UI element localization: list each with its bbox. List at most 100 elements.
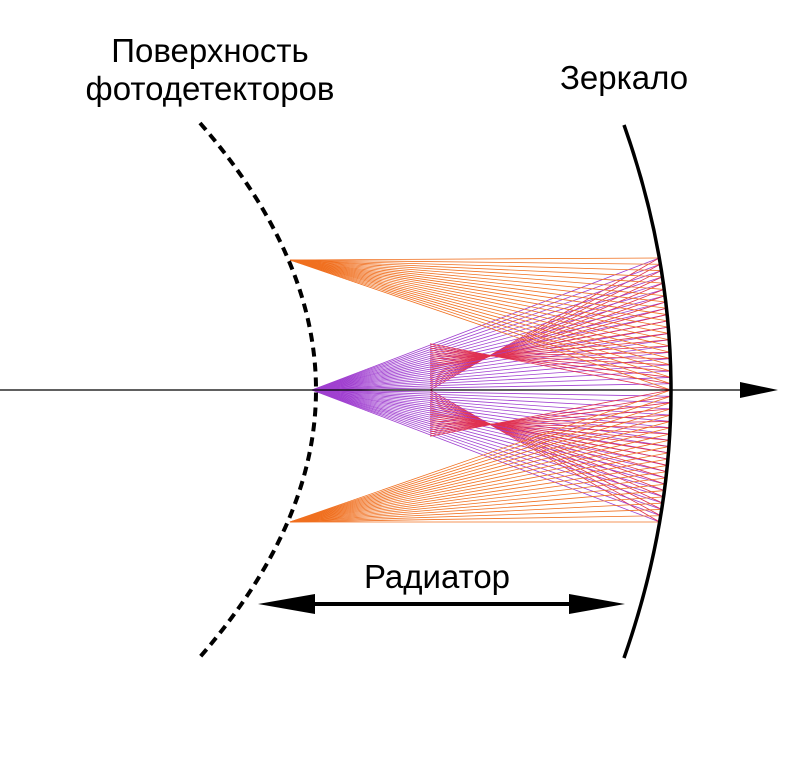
radiator-label: Радиатор — [364, 558, 511, 595]
ray-red-lower — [429, 326, 669, 367]
double-arrow-icon — [569, 594, 625, 614]
ray-red-upper — [429, 395, 672, 435]
ray-purple-upper — [311, 289, 665, 391]
ray-purple-upper — [311, 270, 662, 391]
ray-orange-upper — [289, 259, 668, 315]
ray-red-lower — [429, 276, 663, 384]
ray-purple-lower — [311, 389, 666, 485]
ray-purple-upper — [311, 383, 671, 391]
ray-orange-upper — [289, 259, 671, 359]
ray-purple-lower — [311, 389, 664, 498]
ray-purple-upper — [311, 257, 660, 391]
ray-red-upper — [429, 409, 668, 466]
ray-orange-upper — [289, 259, 665, 290]
photodetector-surface — [198, 121, 318, 659]
ray-purple-lower — [311, 389, 671, 403]
ray-orange-upper — [289, 259, 663, 278]
ray-purple-lower — [311, 389, 661, 517]
ray-orange-lower — [289, 509, 662, 523]
ray-purple-lower — [311, 389, 660, 523]
ray-orange-lower — [289, 458, 669, 523]
light-rays — [289, 257, 672, 523]
ray-orange-lower — [289, 471, 667, 523]
ray-red-lower — [429, 354, 671, 359]
ray-orange-lower — [289, 439, 670, 523]
ray-purple-upper — [311, 301, 666, 391]
ray-orange-lower — [289, 446, 670, 523]
ray-orange-upper — [289, 259, 671, 378]
ray-red-lower — [429, 350, 671, 372]
ray-orange-upper — [289, 259, 671, 372]
ray-red-upper — [429, 402, 671, 433]
ray-orange-upper — [289, 257, 660, 261]
ray-red-lower — [429, 352, 671, 366]
mirror-surface — [622, 124, 673, 659]
ray-orange-lower — [289, 452, 669, 523]
ray-orange-lower — [289, 477, 667, 523]
ray-purple-upper — [311, 276, 663, 391]
mirror-label: Зеркало — [560, 59, 689, 96]
ray-orange-upper — [289, 259, 666, 303]
ray-orange-lower — [289, 414, 671, 523]
ray-orange-lower — [289, 433, 670, 523]
ray-orange-upper — [289, 259, 671, 366]
ray-orange-upper — [289, 259, 661, 265]
ray-red-lower — [429, 351, 670, 358]
ray-red-upper — [429, 421, 671, 426]
ray-orange-lower — [289, 496, 664, 523]
ray-orange-lower — [289, 502, 663, 523]
ray-orange-lower — [289, 427, 671, 523]
ray-red-upper — [429, 389, 672, 437]
ray-orange-upper — [289, 259, 668, 322]
ray-orange-upper — [289, 259, 669, 328]
ray-orange-lower — [289, 483, 666, 523]
ray-purple-lower — [311, 389, 670, 441]
ray-red-upper — [429, 407, 667, 473]
ray-red-lower — [429, 307, 667, 373]
photodetector-label: Поверхность фотодетекторов — [60, 32, 360, 108]
ray-purple-lower — [311, 389, 671, 397]
ray-orange-upper — [289, 259, 671, 353]
ray-red-upper — [429, 408, 671, 430]
ray-orange-lower — [289, 490, 665, 523]
ray-purple-upper — [311, 295, 666, 391]
ray-orange-lower — [289, 421, 671, 523]
photodetector-label-line2: фотодетекторов — [85, 70, 335, 107]
ray-purple-lower — [311, 389, 662, 510]
arrow-right-icon — [740, 382, 778, 398]
ray-purple-upper — [311, 339, 670, 391]
ray-orange-lower — [289, 395, 672, 523]
ray-red-lower — [429, 345, 672, 385]
ray-orange-lower — [289, 408, 671, 523]
ray-purple-upper — [311, 282, 664, 391]
ray-red-upper — [429, 391, 661, 517]
ray-red-lower — [429, 347, 671, 378]
ray-red-upper — [429, 402, 666, 485]
ray-orange-upper — [289, 259, 667, 309]
ray-red-lower — [429, 343, 672, 391]
ray-orange-lower — [289, 389, 672, 523]
ray-orange-upper — [289, 259, 665, 297]
ray-orange-upper — [289, 259, 670, 341]
ray-red-upper — [429, 416, 670, 447]
ray-orange-upper — [289, 259, 672, 391]
ray-purple-lower — [311, 389, 667, 473]
ray-red-lower — [429, 314, 668, 371]
ray-red-lower — [429, 295, 666, 378]
ray-orange-upper — [289, 259, 662, 271]
ray-red-lower — [429, 339, 670, 362]
ray-purple-lower — [311, 389, 665, 491]
ray-red-upper — [429, 389, 660, 523]
ray-orange-lower — [289, 402, 672, 523]
ray-orange-lower — [289, 515, 661, 523]
double-arrow-icon — [258, 594, 315, 614]
ray-red-upper — [429, 411, 669, 460]
ray-orange-lower — [289, 465, 668, 523]
ray-red-lower — [429, 257, 660, 391]
ray-orange-upper — [289, 259, 670, 347]
ray-orange-upper — [289, 259, 664, 284]
ray-orange-upper — [289, 259, 669, 334]
ray-orange-upper — [289, 259, 672, 385]
